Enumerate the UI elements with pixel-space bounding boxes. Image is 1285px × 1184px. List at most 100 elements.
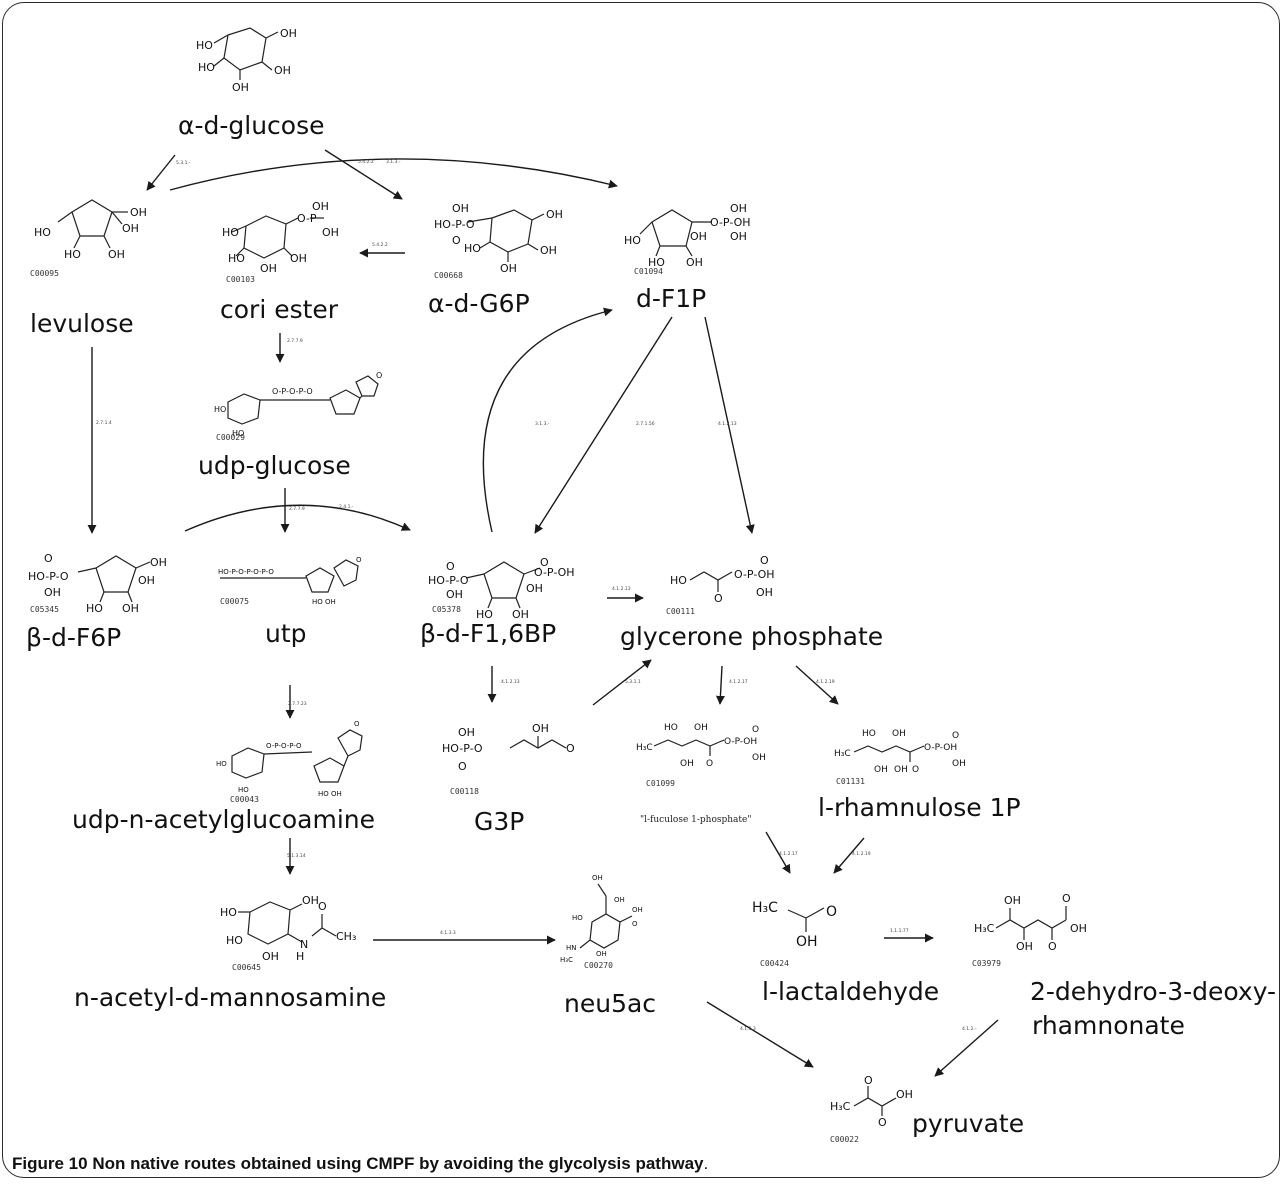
svg-text:OH: OH: [458, 726, 475, 739]
svg-text:OH: OH: [262, 950, 279, 963]
structure-n-acetyl-d-mannosamine: [238, 901, 337, 945]
svg-text:O-P-O-P-O: O-P-O-P-O: [266, 742, 302, 750]
structure-udp-n-acetylglucoamine: [231, 729, 363, 783]
svg-text:HO: HO: [222, 226, 239, 239]
node-d-f1p: O-P-OH OH OH OH HO HO OH C01094 d-F1P: [624, 202, 751, 313]
svg-text:O-P: O-P: [297, 212, 317, 225]
svg-text:OH: OH: [290, 252, 307, 265]
node-code: C00668: [434, 271, 463, 280]
svg-text:CH₃: CH₃: [336, 930, 356, 943]
figure-caption: Figure 10 Non native routes obtained usi…: [12, 1154, 708, 1174]
edge-glycerone-rhamnulose: [795, 665, 839, 705]
svg-text:HO: HO: [862, 729, 876, 739]
structure-dehydro-deoxy-rhamnonate: [995, 906, 1067, 940]
edge-label: 5.3.1.-: [176, 160, 191, 166]
node-name: β-d-F1,6BP: [420, 619, 556, 648]
svg-text:OH: OH: [122, 602, 139, 615]
svg-text:OH: OH: [952, 759, 966, 769]
svg-text:HO-P-O-P-O-P-O: HO-P-O-P-O-P-O: [218, 568, 274, 576]
figure-caption-end: .: [703, 1154, 709, 1173]
structure-neu5ac: [579, 883, 633, 949]
svg-text:O: O: [1062, 892, 1071, 905]
svg-text:OH: OH: [130, 206, 147, 219]
node-code: C00103: [226, 275, 255, 284]
edge-label: 2.7.7.23: [288, 701, 307, 707]
node-g3p: OH HO-P-O O OH O C00118 G3P: [442, 722, 575, 836]
svg-text:HO: HO: [198, 61, 215, 74]
edge-labels: 5.3.1.- 5.4.2.2 3.1.3.- 5.4.2.2 2.7.7.9 …: [96, 159, 977, 1032]
svg-text:HO: HO: [64, 248, 81, 261]
structure-l-rhamnulose-1p: [853, 745, 925, 762]
edge-label: 4.1.2.17: [729, 679, 748, 685]
svg-text:O: O: [458, 760, 467, 773]
node-code: C00111: [666, 607, 695, 616]
node-name: neu5ac: [564, 989, 656, 1018]
svg-text:OH: OH: [280, 27, 297, 40]
node-pyruvate: H₃C O O OH C00022 pyruvate: [830, 1074, 1024, 1144]
svg-text:HO: HO: [214, 405, 226, 414]
node-code: C00022: [830, 1135, 859, 1144]
svg-text:HO: HO: [648, 256, 665, 269]
edges: [87, 149, 999, 1077]
node-utp: HO-P-O-P-O-P-O O HO OH C00075 utp: [218, 556, 362, 648]
svg-text:HN: HN: [566, 944, 577, 952]
node-beta-d-f6p: O HO-P-O OH OH OH HO OH C05345 β-d-F6P: [26, 552, 167, 652]
node-name: udp-n-acetylglucoamine: [72, 805, 375, 834]
svg-text:OH: OH: [614, 896, 625, 904]
node-cori-ester: HO O-P OH OH HO OH OH C00103 cori ester: [220, 200, 339, 324]
figure-caption-text: Non native routes obtained using CMPF by…: [92, 1154, 704, 1173]
svg-text:O: O: [878, 1116, 887, 1129]
svg-text:OH: OH: [632, 906, 643, 914]
svg-text:OH: OH: [874, 765, 888, 775]
svg-text:H₃C: H₃C: [834, 749, 851, 759]
edge-f16bp-f1p: [482, 307, 613, 533]
node-name: utp: [265, 619, 307, 648]
structure-glycerone-phosphate: [689, 571, 733, 592]
node-code: C01094: [634, 267, 663, 276]
node-name: cori ester: [220, 295, 339, 324]
node-name: G3P: [474, 807, 524, 836]
svg-text:OH: OH: [44, 586, 61, 599]
svg-text:OH: OH: [150, 556, 167, 569]
edge-label: 4.1.3.3: [740, 1026, 756, 1032]
node-dehydro-deoxy-rhamnonate: OH H₃C OH O O OH C03979 2-dehydro-3-deox…: [972, 892, 1276, 1040]
svg-text:H: H: [296, 950, 304, 963]
edge-dehydro-pyruvate: [934, 1019, 999, 1077]
edge-glucose-f1p: [169, 158, 618, 191]
svg-text:OH: OH: [596, 950, 607, 958]
svg-text:HO OH: HO OH: [318, 790, 342, 798]
node-alpha-d-g6p: OH HO-P-O O OH HO OH OH C00668 α-d-G6P: [428, 202, 563, 318]
svg-text:HO: HO: [464, 242, 481, 255]
node-name: levulose: [30, 309, 134, 338]
svg-text:HO: HO: [572, 914, 583, 922]
svg-text:HO OH: HO OH: [312, 598, 336, 606]
node-glycerone-phosphate: HO O O-P-OH O OH C00111 glycerone phosph…: [620, 554, 883, 651]
svg-text:OH: OH: [1016, 940, 1033, 953]
svg-text:OH: OH: [756, 586, 773, 599]
edge-label: 4.1.2.19: [816, 679, 835, 685]
svg-text:O-P-OH: O-P-OH: [734, 568, 775, 581]
svg-text:OH: OH: [1004, 894, 1021, 907]
svg-text:O-P-OH: O-P-OH: [710, 216, 751, 229]
svg-text:O: O: [1048, 940, 1057, 953]
svg-text:HO: HO: [196, 39, 213, 52]
node-code: C05378: [432, 605, 461, 614]
svg-text:OH: OH: [752, 753, 766, 763]
node-name: d-F1P: [636, 284, 706, 313]
node-name: l-rhamnulose 1P: [818, 793, 1021, 822]
edge-label: 4.1.2.13: [501, 679, 520, 685]
svg-text:N: N: [300, 938, 308, 951]
node-code: C01099: [646, 779, 675, 788]
node-code: C00095: [30, 269, 59, 278]
structure-g3p: [509, 736, 567, 749]
edge-glucose-g6p: [324, 149, 403, 200]
structure-beta-d-f16bp: [465, 561, 541, 609]
node-l-fuculose-1-phosphate: H₃C HO OH OH O O-P-OH O OH C01099 "l-fuc…: [636, 723, 766, 825]
svg-text:O-P-OH: O-P-OH: [534, 566, 575, 579]
svg-text:O: O: [714, 592, 723, 605]
svg-text:HO: HO: [238, 786, 249, 794]
svg-text:O: O: [376, 371, 382, 380]
svg-text:OH: OH: [322, 226, 339, 239]
svg-text:OH: OH: [796, 934, 818, 950]
svg-text:O-P-OH: O-P-OH: [924, 743, 957, 753]
